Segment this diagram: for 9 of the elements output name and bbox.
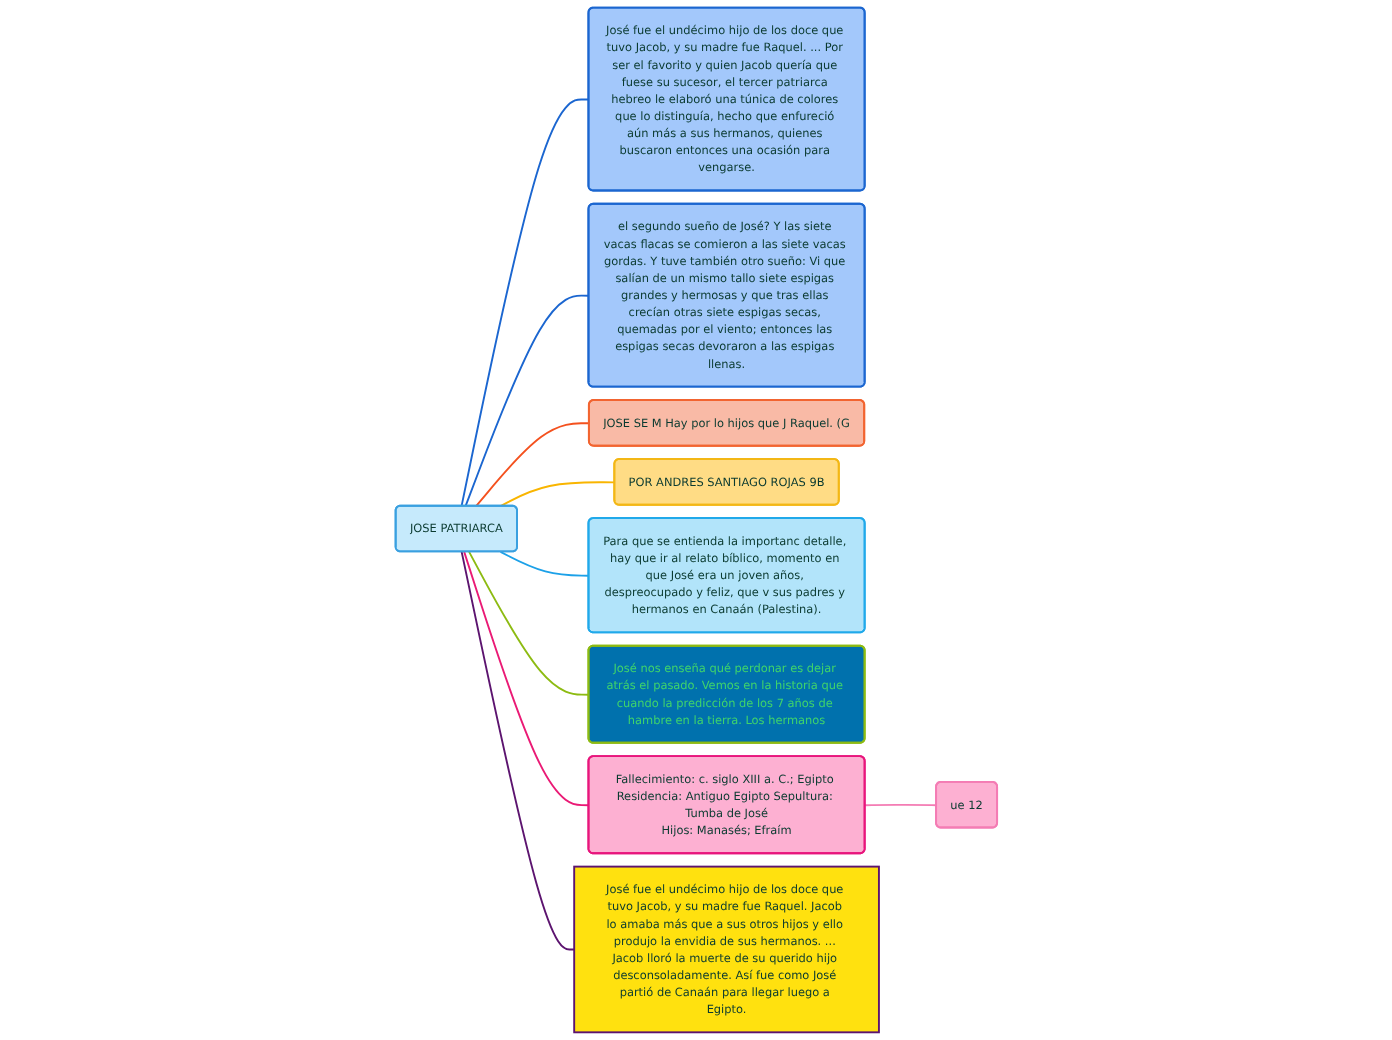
connector — [462, 550, 590, 807]
connector — [499, 550, 590, 577]
connector — [863, 803, 938, 807]
connector — [464, 294, 590, 508]
connector — [467, 550, 590, 696]
connector — [460, 550, 575, 951]
connector — [499, 481, 616, 508]
connector — [474, 422, 590, 508]
connector — [460, 98, 590, 508]
